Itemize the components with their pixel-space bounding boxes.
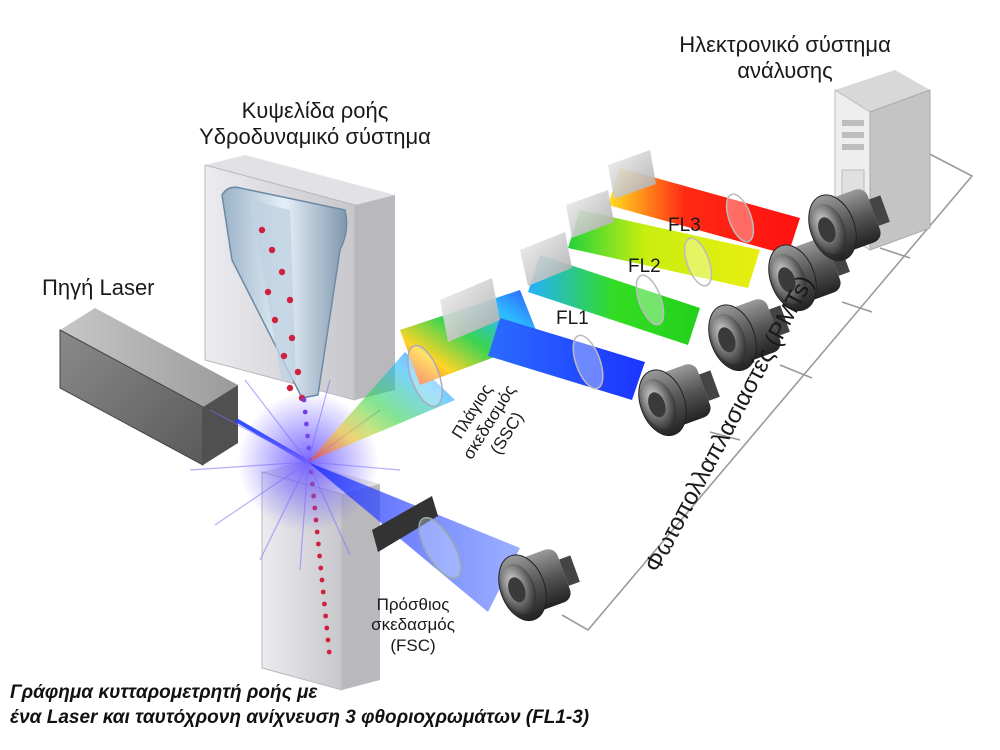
caption-line1: Γράφημα κυτταρομετρητή ροής με	[10, 682, 318, 703]
cell-dot	[318, 565, 324, 571]
laser-label-text: Πηγή Laser	[42, 275, 155, 300]
flow-cell-label-line1: Κυψελίδα ροής	[241, 98, 389, 123]
figure-caption: Γράφημα κυτταρομετρητή ροής με ένα Laser…	[10, 680, 710, 730]
cell-dot	[286, 296, 294, 304]
cell-dot	[264, 288, 272, 296]
lens-icon	[683, 237, 713, 287]
laser-box-icon	[59, 308, 238, 466]
fsc-label-line1: Πρόσθιος	[376, 595, 450, 614]
cell-dot	[324, 625, 330, 631]
pmt-detector-icon	[498, 549, 580, 622]
signal-cables	[561, 149, 974, 632]
fsc-label-line2: σκεδασμός	[371, 615, 455, 635]
dichroic-mirror-icon	[608, 150, 656, 199]
lens-icon	[572, 334, 604, 390]
cell-dot	[280, 352, 288, 360]
forward-scatter-label: Πρόσθιος σκεδασμός (FSC)	[348, 595, 478, 656]
pmt-detector-icon	[808, 189, 890, 262]
lens-icon	[725, 193, 755, 243]
analysis-label-line2: ανάλυσης	[737, 58, 833, 84]
pmt-detector-icon	[638, 364, 720, 437]
cell-dot	[316, 541, 321, 547]
cell-dot	[288, 334, 296, 342]
cell-dot	[320, 589, 326, 595]
dichroic-mirror-icon	[520, 232, 572, 286]
flow-cell-label: Κυψελίδα ροής Υδροδυναμικό σύστημα	[190, 98, 440, 151]
detectors	[498, 189, 890, 622]
dichroic-mirror-icon	[566, 190, 614, 238]
pmt-detector-icon	[708, 299, 790, 372]
laser-source-label: Πηγή Laser	[42, 275, 182, 301]
cell-dot	[294, 368, 302, 376]
cell-dot	[268, 246, 276, 254]
fsc-label-line3: (FSC)	[390, 635, 436, 655]
obscuration-bar	[372, 496, 438, 552]
fsc-beam	[308, 462, 520, 612]
cell-dot	[326, 649, 332, 655]
fl2-label: FL2	[628, 256, 661, 277]
cell-dot	[322, 601, 327, 607]
lens-icon	[407, 344, 443, 408]
lens-icon	[418, 516, 462, 580]
cell-dot	[278, 268, 286, 276]
cell-dot	[317, 553, 322, 559]
cell-dot	[319, 577, 325, 583]
fl3-label: FL3	[668, 215, 701, 236]
fl4-beam-path	[608, 168, 800, 255]
analysis-label-line1: Ηλεκτρονικό σύστημα	[679, 32, 891, 57]
cell-dot	[323, 613, 328, 619]
flow-cell-label-line2: Υδροδυναμικό σύστημα	[199, 124, 431, 150]
fl2-beam-path	[528, 255, 700, 345]
cell-dot	[325, 637, 331, 643]
fl1-label: FL1	[556, 308, 589, 329]
cell-dot	[258, 226, 266, 234]
cell-dot	[271, 316, 279, 324]
dichroic-mirror-icon	[440, 278, 500, 342]
ssc-rainbow-tube	[400, 290, 540, 385]
fl1-beam	[488, 318, 645, 400]
analysis-system-label: Ηλεκτρονικό σύστημα ανάλυσης	[660, 32, 910, 85]
lens-icon	[635, 274, 665, 326]
cell-dot	[286, 384, 294, 392]
fl3-beam-path	[568, 210, 760, 288]
caption-line2: ένα Laser και ταυτόχρονη ανίχνευση 3 φθο…	[10, 707, 590, 729]
